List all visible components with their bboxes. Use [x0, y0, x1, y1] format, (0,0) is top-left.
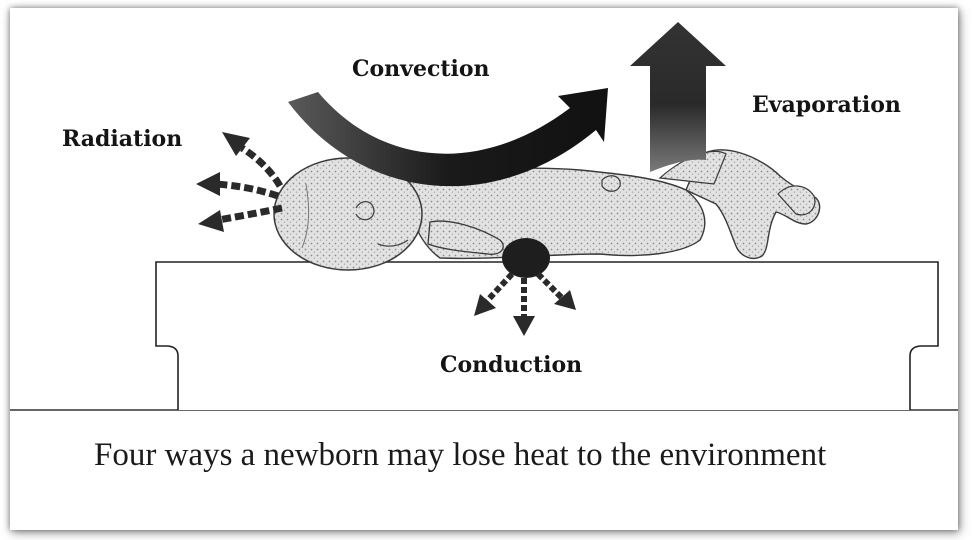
convection-label: Convection [352, 56, 490, 82]
evaporation-label: Evaporation [752, 92, 901, 118]
radiation-label: Radiation [62, 126, 182, 152]
figure-caption: Four ways a newborn may lose heat to the… [94, 434, 874, 476]
conduction-label: Conduction [440, 352, 582, 378]
radiation-arrow [196, 132, 282, 232]
diagram-figure: Convection Radiation Evaporation Conduct… [10, 8, 958, 530]
evaporation-arrow [630, 22, 726, 172]
